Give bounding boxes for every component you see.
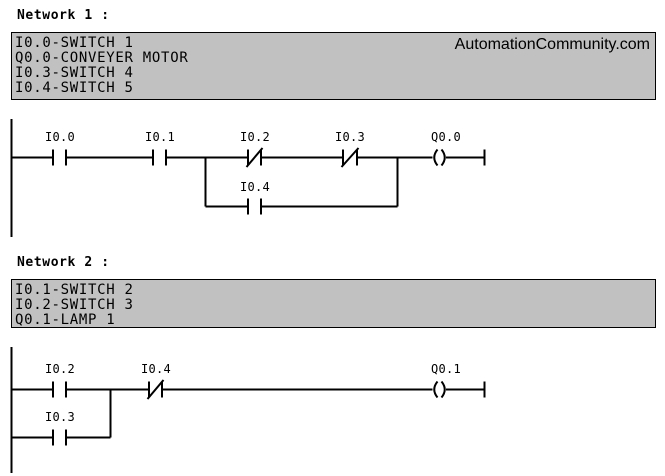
coil-left-paren-icon	[433, 380, 439, 399]
nc-contact-I0.4[interactable]: I0.4	[141, 362, 171, 400]
symbol-comment-line: Q0.1-LAMP 1	[15, 312, 116, 328]
contact-label: I0.2	[45, 362, 75, 376]
no-contact-I0.0[interactable]: I0.0	[45, 130, 75, 166]
symbol-comment-line: I0.0-SWITCH 1	[15, 35, 134, 51]
no-contact-I0.3[interactable]: I0.3	[45, 410, 75, 446]
contact-label: I0.2	[240, 130, 270, 144]
nc-contact-I0.2[interactable]: I0.2	[240, 130, 270, 168]
network-1-ladder: I0.0 I0.1 I0.2 I0.3	[10, 119, 486, 237]
coil-Q0.1[interactable]: Q0.1	[431, 362, 461, 399]
symbol-comment-line: I0.2-SWITCH 3	[15, 297, 134, 313]
coil-Q0.0[interactable]: Q0.0	[431, 130, 461, 167]
contact-label: I0.4	[141, 362, 171, 376]
watermark-text: AutomationCommunity.com	[454, 36, 650, 53]
no-contact-I0.2[interactable]: I0.2	[45, 362, 75, 398]
network-1-comment-box[interactable]: I0.0-SWITCH 1 Q0.0-CONVEYER MOTOR I0.3-S…	[11, 32, 656, 100]
network-2-title: Network 2 :	[17, 255, 110, 270]
nc-contact-I0.3[interactable]: I0.3	[335, 130, 365, 168]
coil-label: Q0.0	[431, 130, 461, 144]
network-2-ladder: I0.2 I0.4 I0.3	[10, 347, 486, 473]
coil-right-paren-icon	[440, 148, 446, 167]
parallel-branch: I0.4	[204, 157, 399, 215]
coil-label: Q0.1	[431, 362, 461, 376]
contact-label: I0.4	[240, 180, 270, 194]
coil-right-paren-icon	[440, 380, 446, 399]
symbol-comment-line: Q0.0-CONVEYER MOTOR	[15, 50, 189, 66]
no-contact-I0.4[interactable]: I0.4	[240, 180, 270, 215]
nc-slash-icon	[340, 147, 360, 168]
contact-label: I0.3	[45, 410, 75, 424]
nc-slash-icon	[146, 379, 165, 400]
symbol-comment-line: I0.3-SWITCH 4	[15, 65, 134, 81]
symbol-comment-line: I0.4-SWITCH 5	[15, 80, 134, 96]
contact-label: I0.1	[145, 130, 175, 144]
network-2-comment-box[interactable]: I0.1-SWITCH 2 I0.2-SWITCH 3 Q0.1-LAMP 1	[11, 279, 656, 328]
coil-left-paren-icon	[433, 148, 439, 167]
symbol-comment-line: I0.1-SWITCH 2	[15, 282, 134, 298]
contact-label: I0.0	[45, 130, 75, 144]
no-contact-I0.1[interactable]: I0.1	[145, 130, 175, 166]
parallel-branch: I0.3	[11, 389, 112, 446]
nc-slash-icon	[245, 147, 264, 168]
contact-label: I0.3	[335, 130, 365, 144]
network-1-title: Network 1 :	[17, 8, 110, 23]
